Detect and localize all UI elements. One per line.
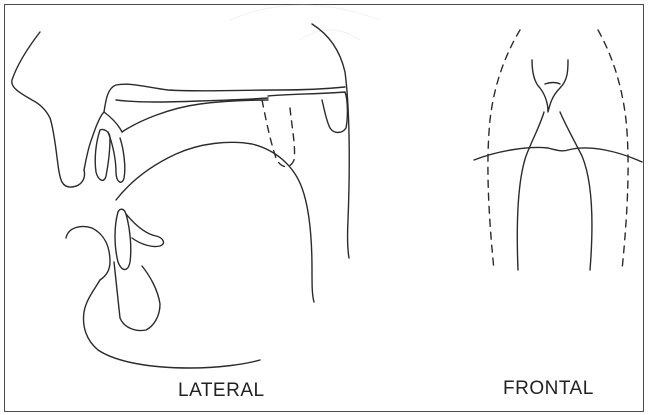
- lateral-upper-incisor-back: [108, 132, 125, 182]
- lateral-velum-solid: [268, 92, 347, 133]
- lateral-chin: [84, 280, 260, 368]
- frontal-pharynx-right: [560, 112, 592, 270]
- lateral-face-profile: [12, 32, 85, 187]
- lateral-lower-incisor-back: [126, 214, 163, 247]
- frontal-uvula: [532, 60, 568, 112]
- lateral-upper-incisor-front: [95, 129, 110, 180]
- lateral-caption: LATERAL: [178, 380, 265, 402]
- lateral-hard-palate: [122, 100, 268, 132]
- lateral-lower-incisor: [115, 209, 131, 269]
- lateral-view: [12, 24, 349, 368]
- lateral-upper-lip: [84, 112, 104, 170]
- frontal-view: [474, 30, 642, 270]
- lateral-lower-lip: [66, 226, 110, 280]
- lateral-maxilla: [104, 84, 345, 112]
- lateral-mandible-bone: [114, 262, 160, 331]
- watermark-swirl: [230, 5, 380, 40]
- lateral-pharynx-wall: [312, 24, 349, 258]
- frontal-pharynx-left: [517, 112, 544, 270]
- frontal-uvula-tip: [545, 83, 560, 85]
- frontal-occlusal-curve: [474, 148, 642, 163]
- lateral-upper-alveolus: [104, 112, 122, 132]
- frontal-caption: FRONTAL: [503, 378, 594, 400]
